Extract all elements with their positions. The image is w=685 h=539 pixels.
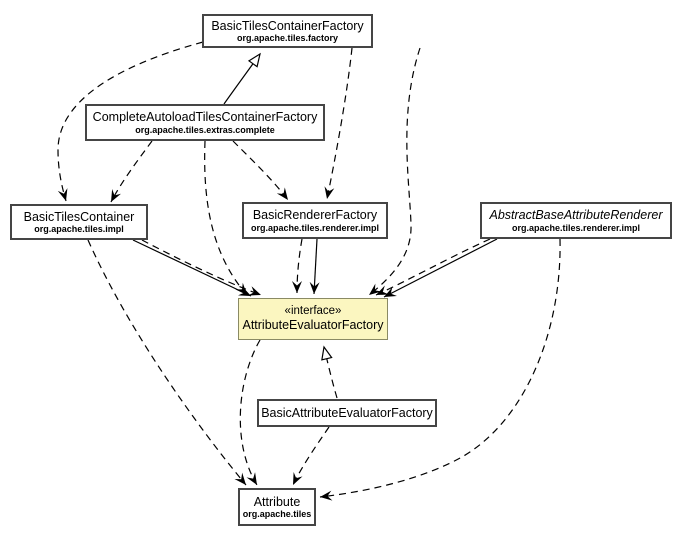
edge-basiceval-implements-ieval [321,345,338,399]
class-name: AttributeEvaluatorFactory [242,318,384,333]
class-name: Attribute [253,494,301,509]
class-name: BasicRendererFactory [252,208,378,223]
class-package: org.apache.tiles.factory [236,33,339,44]
edge-factory-uses-renderer [324,47,353,200]
class-basic-attribute-evaluator-factory[interactable]: BasicAttributeEvaluatorFactory [257,399,437,427]
edge-factory-uses-ieval [368,47,421,296]
class-package: org.apache.tiles [242,509,312,520]
edge-renderer-assoc-ieval [309,238,320,295]
edge-basiceval-uses-attribute [292,426,330,486]
interface-attribute-evaluator-factory[interactable]: «interface» AttributeEvaluatorFactory [238,298,388,340]
edge-abstract-assoc-ieval [383,238,498,298]
class-package: org.apache.tiles.extras.complete [135,124,275,135]
class-complete-autoload-tiles-container-factory[interactable]: CompleteAutoloadTilesContainerFactory or… [85,104,325,141]
edge-complete-uses-renderer [232,140,289,201]
class-package: org.apache.tiles.renderer.impl [511,222,641,233]
class-name: BasicAttributeEvaluatorFactory [261,405,433,420]
edge-container-assoc-ieval [132,239,252,297]
class-name: AbstractBaseAttributeRenderer [489,208,663,223]
stereotype-label: «interface» [284,305,342,318]
edge-container-uses-ieval [141,239,262,296]
class-basic-renderer-factory[interactable]: BasicRendererFactory org.apache.tiles.re… [242,202,388,239]
class-name: CompleteAutoloadTilesContainerFactory [92,110,318,125]
edge-container-uses-attribute [87,239,247,486]
edge-complete-uses-ieval [204,140,248,296]
class-abstract-base-attribute-renderer[interactable]: AbstractBaseAttributeRenderer org.apache… [480,202,672,239]
class-basic-tiles-container[interactable]: BasicTilesContainer org.apache.tiles.imp… [10,204,148,240]
edge-ieval-uses-attribute [239,339,261,486]
edge-renderer-uses-ieval [292,238,303,294]
class-attribute[interactable]: Attribute org.apache.tiles [238,488,316,526]
edge-abstract-uses-ieval [375,238,491,296]
edge-complete-extends-factory [223,52,261,105]
edge-complete-uses-container [110,140,153,203]
class-package: org.apache.tiles.impl [34,224,124,235]
class-name: BasicTilesContainer [23,209,135,224]
edge-factory-uses-container [57,41,204,202]
class-package: org.apache.tiles.renderer.impl [250,222,380,233]
class-basic-tiles-container-factory[interactable]: BasicTilesContainerFactory org.apache.ti… [202,14,373,48]
edge-abstract-uses-attribute [319,238,561,501]
class-name: BasicTilesContainerFactory [211,18,364,33]
